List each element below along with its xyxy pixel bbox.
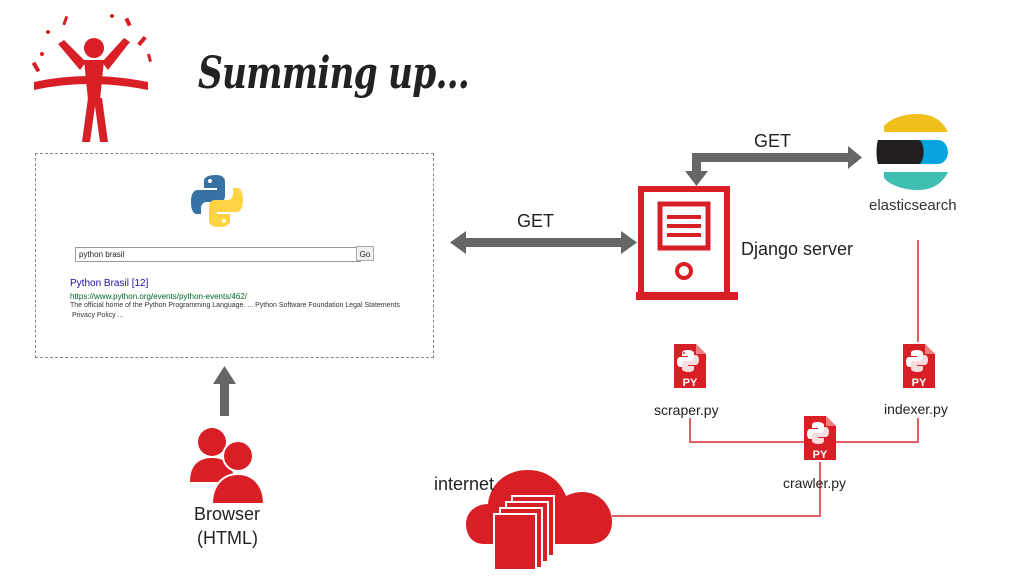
server-elasticsearch-arrow: [685, 146, 862, 186]
celebration-icon: [31, 14, 152, 142]
py-badge-text: PY: [912, 377, 927, 389]
result-title-link[interactable]: Python Brasil [12]: [70, 278, 149, 289]
py-badge-text: PY: [683, 377, 698, 389]
result-snippet-line2: Privacy Policy ...: [72, 312, 124, 319]
django-server-label: Django server: [741, 239, 854, 259]
python-logo-icon: [191, 175, 243, 227]
browser-label: Browser: [194, 504, 261, 524]
crawler-to-internet-line: [612, 462, 821, 517]
result-snippet-line1: The official home of the Python Programm…: [70, 302, 400, 309]
python-file-icon: [674, 344, 706, 388]
get-label-elasticsearch: GET: [754, 131, 792, 151]
indexer-label: indexer.py: [884, 401, 948, 417]
py-badge-text: PY: [813, 449, 828, 461]
page-title: Summing up...: [198, 48, 470, 99]
get-label-browser: GET: [517, 211, 555, 231]
internet-label: internet: [434, 474, 495, 494]
browser-label-html: (HTML): [197, 528, 258, 548]
elasticsearch-logo-icon: [876, 114, 948, 190]
browser-up-arrow: [213, 366, 236, 416]
result-url: https://www.python.org/events/python-eve…: [70, 292, 247, 301]
python-file-icon: [804, 416, 836, 460]
python-file-icon: [903, 344, 935, 388]
server-icon: [636, 186, 738, 300]
py-badge: PY: [912, 377, 927, 389]
cloud-icon: [466, 470, 612, 571]
crawler-label: crawler.py: [783, 475, 847, 491]
py-badge: PY: [813, 449, 828, 461]
users-icon: [190, 428, 266, 505]
elasticsearch-label: elasticsearch: [869, 197, 957, 214]
search-input[interactable]: [75, 247, 361, 262]
py-badge: PY: [683, 377, 698, 389]
go-button[interactable]: Go: [356, 246, 374, 261]
browser-server-double-arrow: [450, 231, 637, 254]
scraper-label: scraper.py: [654, 402, 719, 418]
